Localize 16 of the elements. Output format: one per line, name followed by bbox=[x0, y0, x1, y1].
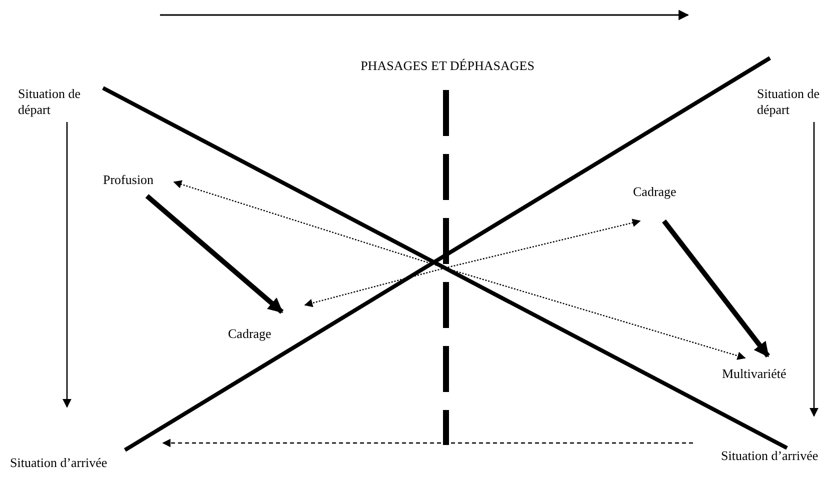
arrow bbox=[662, 219, 770, 358]
node-label: Situation d’arrivée bbox=[721, 448, 818, 464]
node-label: Cadrage bbox=[633, 184, 676, 200]
arrow bbox=[444, 218, 641, 269]
arrow bbox=[162, 438, 693, 448]
node-label: Profusion bbox=[103, 172, 154, 188]
node-label: Situation d’arrivée bbox=[10, 455, 108, 472]
arrow bbox=[62, 122, 72, 408]
node-label: Cadrage bbox=[228, 326, 272, 342]
diagram-title: PHASAGES ET DÉPHASAGES bbox=[360, 58, 536, 74]
arrow bbox=[145, 194, 284, 314]
arrow bbox=[809, 122, 819, 417]
arrow bbox=[304, 267, 446, 308]
node-label: Situation de départ bbox=[18, 86, 110, 118]
node-label: Multivariété bbox=[722, 366, 786, 382]
node-label: Situation de départ bbox=[757, 86, 837, 118]
